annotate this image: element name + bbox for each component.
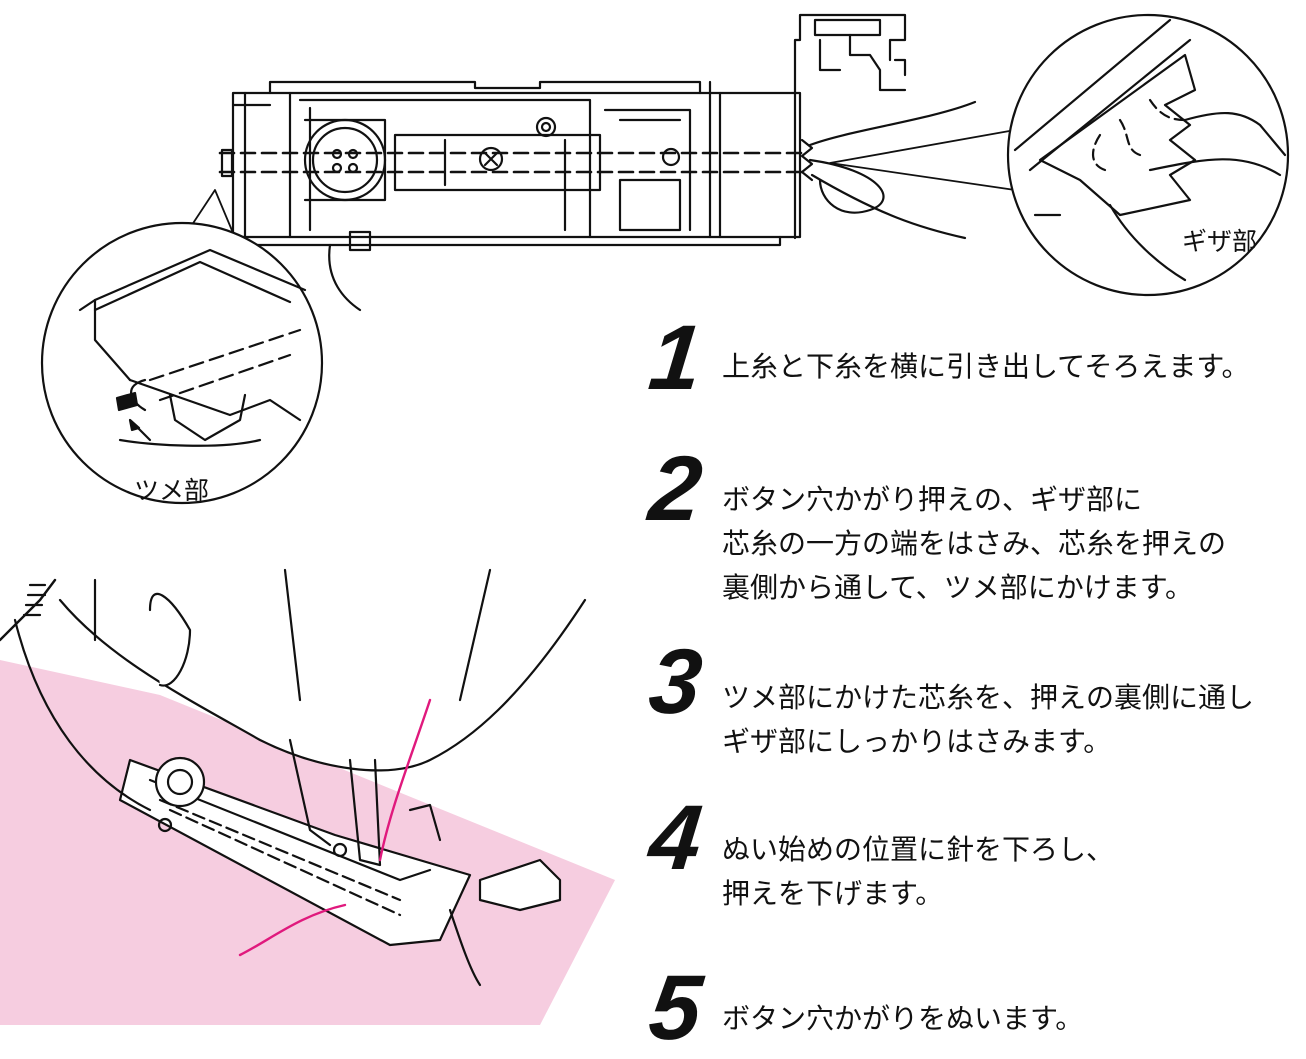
step-line: 芯糸の一方の端をはさみ、芯糸を押えの	[722, 527, 1227, 560]
step-number: 3	[644, 631, 707, 733]
buttonhole-foot-diagram	[218, 13, 1016, 312]
step-line: ぬい始めの位置に針を下ろし、	[722, 833, 1115, 866]
step-line: ボタン穴かがりをぬいます。	[722, 1002, 1084, 1035]
step-line: 押えを下げます。	[722, 877, 944, 910]
step-number: 4	[644, 787, 707, 889]
instruction-illustrations	[0, 13, 1290, 1025]
tsume-label: ツメ部	[134, 476, 210, 505]
giza-label: ギザ部	[1182, 227, 1258, 256]
step-number: 1	[644, 307, 707, 409]
step-line: 上糸と下糸を横に引き出してそろえます。	[722, 350, 1250, 383]
step-line: 裏側から通して、ツメ部にかけます。	[722, 571, 1193, 604]
tsume-zoom-circle	[40, 189, 324, 505]
step-line: ボタン穴かがり押えの、ギザ部に	[722, 483, 1143, 516]
step-number: 2	[644, 438, 707, 540]
giza-zoom-circle	[1006, 13, 1290, 297]
step-text: ボタン穴かがりをぬいます。	[722, 997, 1083, 1041]
step-text: 上糸と下糸を横に引き出してそろえます。	[722, 345, 1250, 389]
step-text: ボタン穴かがり押えの、ギザ部に 芯糸の一方の端をはさみ、芯糸を押えの 裏側から通…	[722, 478, 1226, 610]
step-text: ツメ部にかけた芯糸を、押えの裏側に通し ギザ部にしっかりはさみます。	[722, 676, 1254, 764]
step-line: ギザ部にしっかりはさみます。	[722, 725, 1112, 758]
step-line: ツメ部にかけた芯糸を、押えの裏側に通し	[722, 681, 1255, 714]
step-text: ぬい始めの位置に針を下ろし、 押えを下げます。	[722, 828, 1114, 916]
step-number: 5	[644, 957, 707, 1059]
sewing-machine-diagram	[0, 568, 615, 1025]
